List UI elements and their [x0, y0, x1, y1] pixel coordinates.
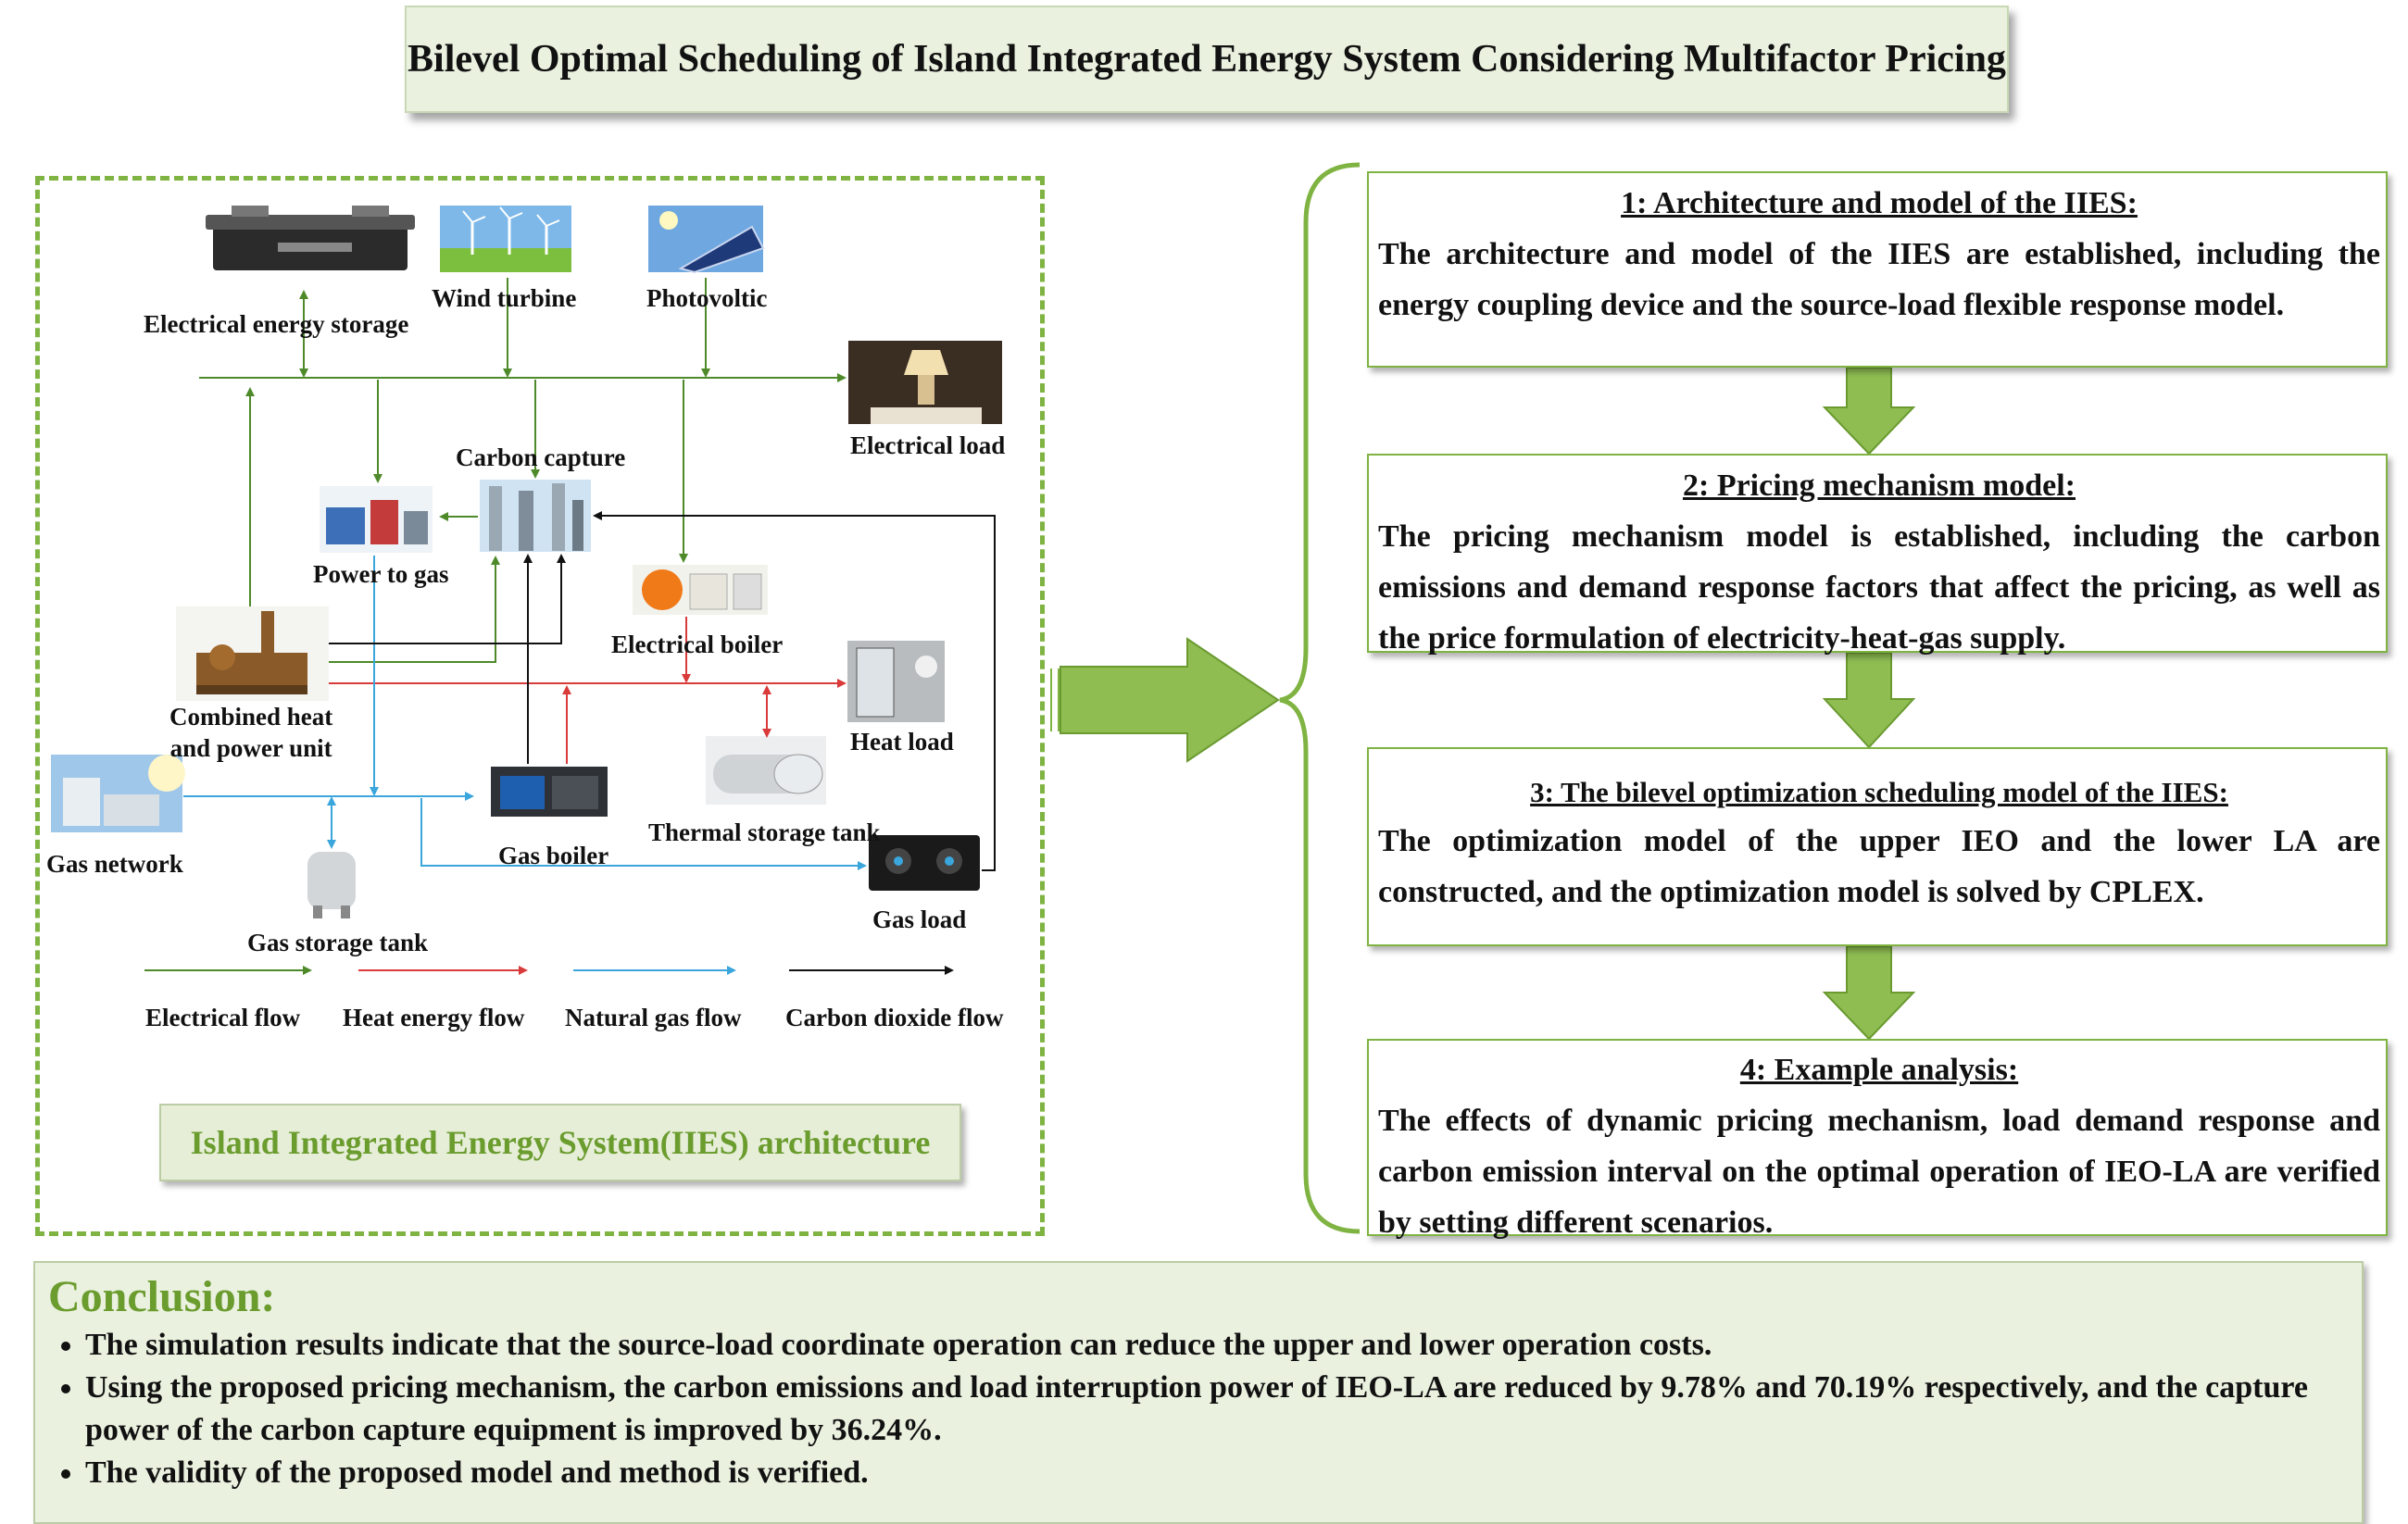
label-electrical-boiler: Electrical boiler: [611, 631, 784, 658]
label-chp-line1: Combined heat: [169, 703, 333, 731]
power-to-gas-icon: [320, 486, 433, 553]
label-chp: Combined heat and power unit: [169, 702, 332, 765]
down-arrow-3: [1822, 945, 1916, 1041]
lamp-icon: [848, 341, 1002, 424]
conclusion-list: The simulation results indicate that the…: [48, 1324, 2343, 1494]
gas-storage-tank-icon: [307, 852, 356, 918]
legend-electrical-flow: Electrical flow: [145, 1004, 301, 1031]
down-arrow-2: [1822, 652, 1916, 749]
down-arrow-1: [1822, 367, 1916, 456]
carbon-capture-icon: [480, 480, 591, 552]
step-3-box: 3: The bilevel optimization scheduling m…: [1367, 747, 2388, 946]
label-wind-turbine: Wind turbine: [432, 284, 577, 312]
label-power-to-gas: Power to gas: [313, 560, 449, 588]
label-gas-load: Gas load: [872, 906, 967, 933]
gas-network-icon: [51, 755, 185, 832]
conclusion-item: Using the proposed pricing mechanism, th…: [85, 1367, 2343, 1452]
conclusion-title: Conclusion:: [48, 1272, 276, 1321]
conclusion-item: The simulation results indicate that the…: [85, 1324, 2343, 1367]
step-2-body: The pricing mechanism model is establish…: [1378, 519, 2380, 656]
step-4-body: The effects of dynamic pricing mechanism…: [1378, 1104, 2380, 1240]
architecture-caption: Island Integrated Energy System(IIES) ar…: [159, 1104, 961, 1181]
wind-turbine-icon: [440, 206, 571, 272]
conclusion-box: Conclusion: The simulation results indic…: [33, 1261, 2364, 1524]
step-4-box: 4: Example analysis: The effects of dyna…: [1367, 1039, 2388, 1240]
step-3-heading: 3: The bilevel optimization scheduling m…: [1530, 776, 2228, 808]
co2-flow-lines: [329, 511, 996, 975]
label-gas-storage-tank: Gas storage tank: [247, 929, 428, 956]
legend-natural-gas-flow: Natural gas flow: [565, 1004, 742, 1031]
step-1-box: 1: Architecture and model of the IIES: T…: [1367, 171, 2388, 368]
thermal-storage-tank-icon: [706, 736, 826, 805]
label-electrical-energy-storage: Electrical energy storage: [144, 310, 409, 338]
architecture-frame: [35, 176, 1045, 1236]
step-4-heading: 4: Example analysis:: [1739, 1053, 2019, 1087]
big-right-arrow: [1060, 637, 1280, 763]
label-gas-network: Gas network: [46, 850, 183, 878]
label-thermal-storage-tank: Thermal storage tank: [648, 818, 881, 846]
gas-stove-icon: [869, 835, 980, 891]
chp-unit-icon: [176, 606, 329, 701]
gas-boiler-icon: [491, 767, 608, 817]
electric-boiler-icon: [633, 565, 768, 615]
electrical-flow-lines: [144, 278, 847, 975]
label-electrical-load: Electrical load: [850, 431, 1006, 459]
heat-load-icon: [847, 641, 945, 722]
photovoltaic-icon: [648, 206, 765, 274]
label-heat-load: Heat load: [850, 728, 954, 756]
label-carbon-capture: Carbon capture: [456, 443, 626, 471]
conclusion-item: The validity of the proposed model and m…: [85, 1452, 2343, 1494]
legend-carbon-dioxide-flow: Carbon dioxide flow: [785, 1004, 1004, 1031]
label-chp-line2: and power unit: [169, 733, 332, 762]
step-3-body: The optimization model of the upper IEO …: [1378, 824, 2380, 909]
step-1-body: The architecture and model of the IIES a…: [1378, 237, 2380, 322]
page-title: Bilevel Optimal Scheduling of Island Int…: [405, 6, 2009, 113]
heat-flow-lines: [329, 617, 847, 975]
step-2-heading: 2: Pricing mechanism model:: [1683, 468, 2076, 503]
steps-bracket: [1279, 162, 1361, 1234]
label-photovoltic: Photovoltic: [646, 284, 768, 312]
step-2-box: 2: Pricing mechanism model: The pricing …: [1367, 454, 2388, 656]
step-1-heading: 1: Architecture and model of the IIES:: [1621, 186, 2138, 220]
natural-gas-flow-lines: [183, 556, 867, 975]
battery-icon: [206, 206, 415, 270]
label-gas-boiler: Gas boiler: [498, 842, 609, 869]
legend-heat-energy-flow: Heat energy flow: [343, 1004, 525, 1031]
